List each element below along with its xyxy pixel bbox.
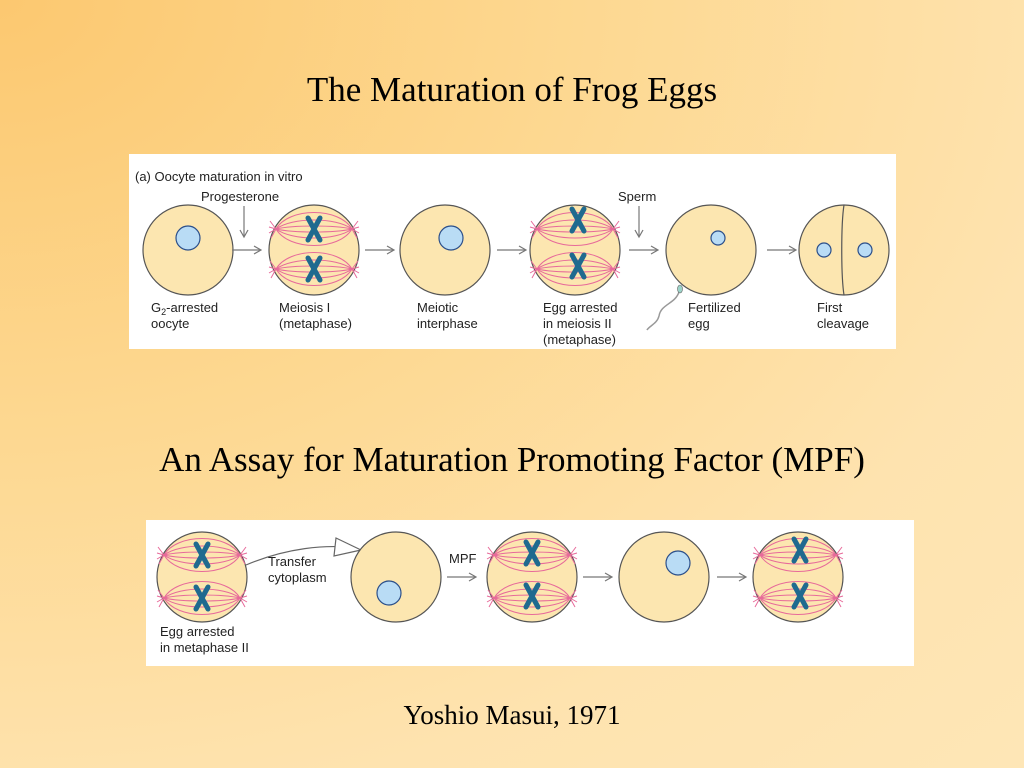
- interphase-label: interphase: [417, 316, 478, 331]
- sperm-label: Sperm: [618, 189, 656, 204]
- cleavage-label: cleavage: [817, 316, 869, 331]
- donor-egg-cell: [156, 531, 248, 623]
- assay-title: An Assay for Maturation Promoting Factor…: [159, 440, 865, 479]
- oocyte-maturation-diagram: (a) Oocyte maturation in vitro Progester…: [129, 154, 896, 349]
- first-cleavage-cell: [798, 204, 890, 296]
- meiosis-ii-label: in meiosis II: [543, 316, 612, 331]
- step-arrow: [496, 245, 527, 255]
- sperm-arrow: [634, 205, 644, 238]
- step-arrow: [628, 245, 659, 255]
- transfer-label: Transfer: [268, 554, 317, 569]
- mpf-arrow: [446, 572, 477, 582]
- oocyte-label: oocyte: [151, 316, 189, 331]
- step-arrow: [582, 572, 613, 582]
- meiosis-i-label: Meiosis I: [279, 300, 330, 315]
- mpf-induced-meiosis-cell: [486, 531, 578, 623]
- egg-arrested-label: Egg arrested: [543, 300, 617, 315]
- metaphase-ii-cell: [752, 531, 844, 623]
- interphase-cell: [618, 531, 710, 623]
- step-arrow: [716, 572, 747, 582]
- progesterone-arrow: [239, 205, 249, 238]
- egg-arrested-label: Egg arrested: [160, 624, 234, 639]
- first-label: First: [817, 300, 843, 315]
- step-arrow: [364, 245, 395, 255]
- mpf-label: MPF: [449, 551, 477, 566]
- mpf-assay-diagram: Transfer cytoplasm MPF: [146, 520, 914, 666]
- sperm-icon: [646, 291, 680, 331]
- egg-label: egg: [688, 316, 710, 331]
- sperm-head-icon: [677, 284, 683, 294]
- cytoplasm-label: cytoplasm: [268, 570, 327, 585]
- meiosis-i-cell: [268, 204, 360, 296]
- g2-label: G2-arrested: [151, 300, 218, 317]
- progesterone-label: Progesterone: [201, 189, 279, 204]
- panel-a-heading: (a) Oocyte maturation in vitro: [135, 169, 303, 184]
- metaphase-ii-label: in metaphase II: [160, 640, 249, 655]
- fertilized-egg-cell: [665, 204, 757, 296]
- meiotic-interphase-cell: [399, 204, 491, 296]
- metaphase-label: (metaphase): [543, 332, 616, 347]
- g2-oocyte-cell: [142, 204, 234, 296]
- meiosis-i-phase-label: (metaphase): [279, 316, 352, 331]
- recipient-oocyte-cell: [350, 531, 442, 623]
- meiotic-label: Meiotic: [417, 300, 459, 315]
- meiosis-ii-egg-cell: [529, 204, 621, 296]
- fertilized-label: Fertilized: [688, 300, 741, 315]
- credit-text: Yoshio Masui, 1971: [403, 700, 621, 730]
- step-arrow: [231, 245, 262, 255]
- main-title: The Maturation of Frog Eggs: [306, 70, 718, 109]
- transfer-arrow-head: [333, 537, 363, 557]
- step-arrow: [766, 245, 797, 255]
